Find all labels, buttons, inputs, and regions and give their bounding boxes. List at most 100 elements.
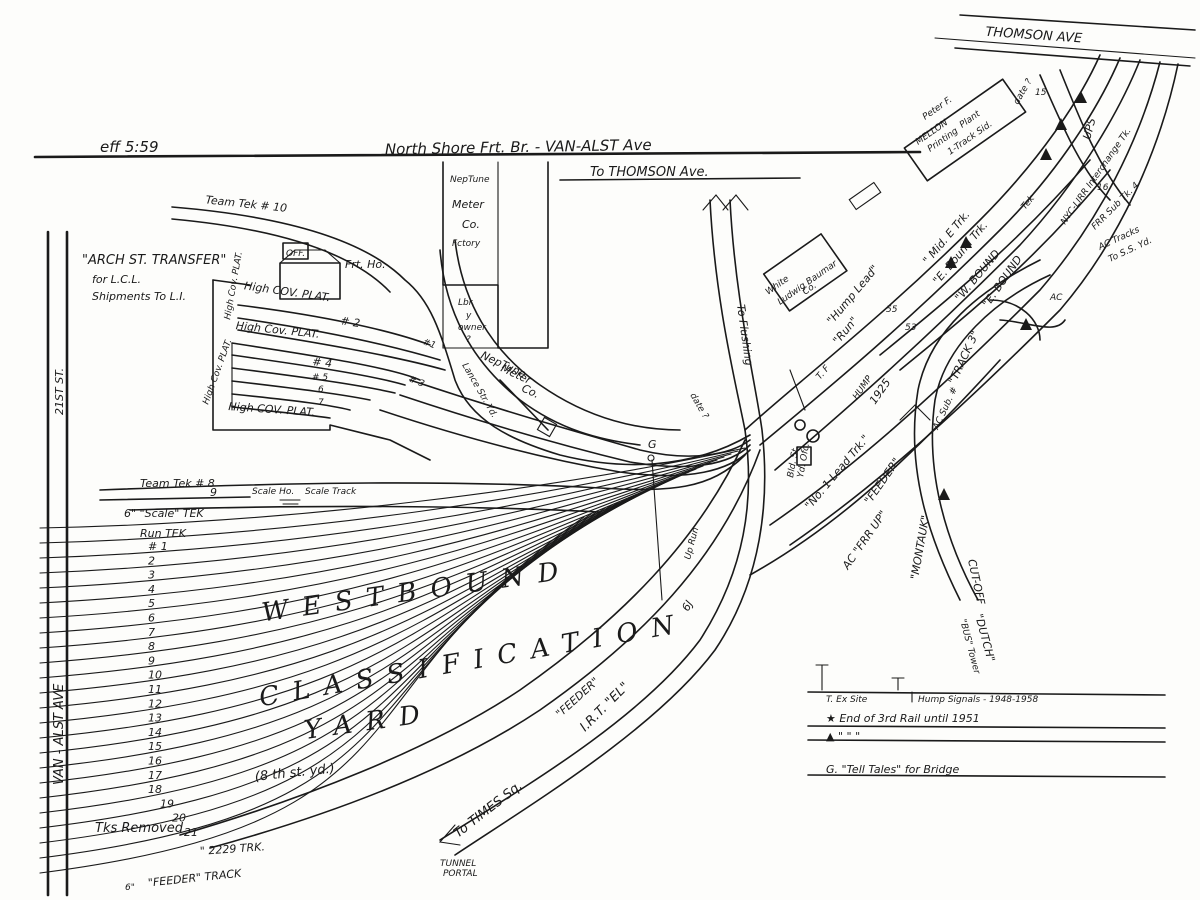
- neptune-factory-blocks: [442, 161, 549, 349]
- yard-track-line: [39, 510, 599, 844]
- covered-platforms: [212, 279, 751, 477]
- ac-frr-up: AC "FRR UP": [839, 508, 890, 572]
- track-3-ne: "TRACK 3": [946, 329, 982, 387]
- team-track-8-label: Team Tek # 8: [140, 477, 215, 490]
- feeder-ne: "FEEDER": [862, 456, 903, 507]
- street-21st: 21ST ST.: [53, 368, 66, 415]
- north-shore-street-lines: [33, 14, 1196, 181]
- to-thomson: To THOMSON Ave.: [590, 165, 709, 180]
- track-3-label: # 3: [407, 375, 426, 390]
- up-run: Up Run: [683, 526, 701, 561]
- yard-track-number: 16: [148, 755, 162, 768]
- lance-st-yard: [439, 239, 681, 446]
- plat-vertical-2: High Cov. PLAT.: [223, 251, 245, 321]
- num-15: 15: [1035, 88, 1047, 98]
- yard-track-number: 12: [148, 697, 162, 710]
- tracks-removed: Tks Removed: [95, 821, 184, 836]
- yard-track-number: 6: [148, 612, 155, 625]
- track-1-label: #1: [421, 337, 437, 351]
- ac-sub: AC Sub. #: [931, 386, 960, 433]
- van-alst-street: [46, 230, 69, 897]
- yard-track-line: [39, 456, 725, 574]
- plat-1-label: High COV. PLAT.: [243, 279, 331, 304]
- yard-track-number: 14: [148, 726, 162, 739]
- cut-off: CUT-OFF: [965, 558, 987, 607]
- peter-mellon-1: Peter F.: [921, 95, 954, 122]
- date-q-1: date ?: [687, 392, 710, 421]
- yard-track-number: 11: [148, 683, 162, 696]
- yard-track-number: 4: [148, 583, 155, 596]
- arch-st-line3: Shipments To L.I.: [92, 290, 186, 303]
- freight-house: [279, 242, 341, 300]
- yard-track-number: 5: [148, 597, 155, 610]
- feeder-track: "FEEDER" TRACK: [147, 867, 242, 890]
- plat-vertical-1: High Cov. PLAT.: [201, 338, 234, 406]
- flushing-el-line: [438, 194, 766, 856]
- yard-track-line: [39, 516, 585, 874]
- yard-track-line: [39, 465, 704, 619]
- frt-ho-label: Frt. Ho.: [345, 258, 386, 271]
- legend-row3: ▲ " " ": [826, 730, 860, 743]
- lbr-line1: Lbr.: [458, 298, 474, 308]
- legend-row1-b: Hump Signals - 1948-1958: [918, 695, 1038, 705]
- scale-tek-label: 6" "Scale" TEK: [124, 507, 204, 520]
- track-6-label: 6: [318, 385, 324, 395]
- team-track-9-label: 9: [210, 486, 217, 499]
- run-tek-label: Run TEK: [140, 527, 187, 540]
- line-name: North Shore Frt. Br. - VAN-ALST Ave: [385, 136, 652, 159]
- yard-word-1: WESTBOUND: [260, 555, 574, 628]
- irt-feeder-curve: [179, 439, 761, 849]
- signal-symbols: [647, 91, 1087, 601]
- neptune-2-line3: Co.: [520, 382, 542, 401]
- yard-track-number: 10: [148, 669, 162, 682]
- yard-track-number: 8: [148, 640, 155, 653]
- yard-track-number: 7: [148, 626, 155, 639]
- interchange: NYC-LIRR Interchange Tk.: [1059, 127, 1133, 227]
- plat-2-label: High Cov. PLAT.: [235, 319, 320, 341]
- track-2-label: # 2: [340, 314, 361, 330]
- montauk: "MONTAUK": [908, 514, 932, 580]
- yard-track-line: [39, 459, 718, 589]
- to-flushing: To Flushing: [734, 304, 755, 367]
- lbr-line2: y: [465, 311, 472, 321]
- yard-track-line: [39, 468, 697, 634]
- yard-sub: (8 th st. yd.): [254, 761, 335, 784]
- lbr-line4: ?: [466, 335, 471, 345]
- main-line-to-thomson: [744, 54, 1179, 576]
- eff-date: eff 5:59: [100, 138, 159, 156]
- team-track-8: [99, 454, 746, 513]
- date-top: date ?: [1012, 77, 1035, 106]
- yard-track-number: 19: [160, 797, 174, 810]
- yard-track-number: 13: [148, 712, 162, 725]
- neptune-1-line2: Meter: [452, 198, 485, 211]
- yard-track-line: [39, 453, 732, 559]
- lbr-line3: owner: [458, 323, 487, 333]
- legend-box: [807, 664, 1166, 778]
- to-times-sq: To TIMES Sq.: [451, 778, 525, 841]
- off-label: OFF.: [286, 249, 305, 259]
- yard-track-line: [39, 462, 711, 604]
- yard-word-3: YARD: [302, 698, 435, 746]
- legend-row1-a: T. Ex Site: [826, 695, 868, 705]
- scale-ho-label: Scale Ho.: [252, 487, 294, 497]
- yard-track-number: # 1: [148, 540, 168, 553]
- six-bottom: 6": [125, 883, 135, 893]
- legend-row4: G. "Tell Tales" for Bridge: [826, 763, 959, 776]
- thomson-ave-label: THOMSON AVE: [985, 25, 1083, 47]
- neptune-1-line3: Co.: [462, 218, 480, 231]
- yard-track-number: 20: [172, 812, 186, 825]
- yard-track-line: [39, 513, 592, 859]
- street-van-alst: VAN - ALST AVE: [52, 683, 67, 785]
- yard-track-number: 2: [148, 554, 155, 567]
- num-55: 55: [886, 305, 898, 315]
- yard-track-number: 18: [148, 783, 162, 796]
- yard-track-number: 21: [184, 826, 198, 839]
- tunnel-portal-1: TUNNEL: [440, 859, 476, 869]
- tek-sm: Tek: [1020, 193, 1038, 212]
- team-track-10-label: Team Tek # 10: [205, 193, 288, 214]
- track-7-label: 7: [318, 398, 324, 408]
